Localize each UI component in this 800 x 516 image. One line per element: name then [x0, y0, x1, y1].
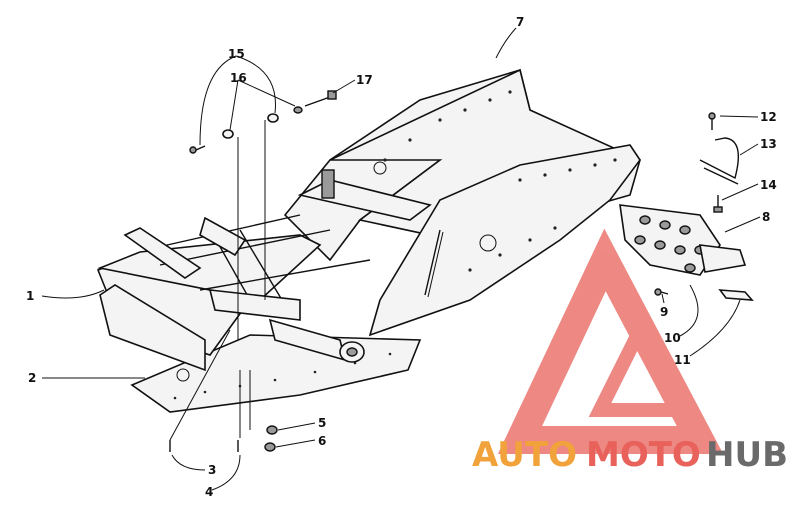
steering-post-tube: [321, 169, 335, 199]
callout-2: 2: [28, 371, 36, 385]
callout-3: 3: [208, 463, 216, 477]
hardware-group-top: [189, 90, 337, 154]
watermark-auto: AUTO: [472, 435, 577, 475]
rear-bolt: [654, 288, 662, 296]
mount-line-e: [169, 329, 231, 441]
callout-11: 11: [674, 353, 691, 367]
callout-16: 16: [230, 71, 247, 85]
left-spindle-bracket: [123, 227, 202, 279]
leader-lines: [41, 27, 761, 491]
right-spindle-bracket: [199, 216, 247, 257]
callout-13: 13: [760, 137, 777, 151]
steering-spring: [424, 229, 441, 296]
lower-a-arm-bracket: [208, 289, 301, 321]
callout-12: 12: [760, 110, 777, 124]
tunnel-right-side: [368, 144, 641, 337]
rear-flap-bracket: [699, 244, 747, 273]
callout-9: 9: [660, 305, 668, 319]
callout-4: 4: [205, 485, 213, 499]
watermark-logo: [497, 228, 724, 454]
callout-15: 15: [228, 47, 245, 61]
hardware-group-bottom: [169, 425, 278, 452]
tunnel-rivet-holes: [383, 90, 617, 272]
watermark-hub: HUB: [706, 435, 788, 475]
front-nose-box: [99, 284, 206, 372]
handle-screw-head: [708, 112, 716, 120]
callout-17: 17: [356, 73, 373, 87]
tunnel-access-hole: [479, 234, 497, 252]
watermark-moto: MOTO: [586, 435, 701, 475]
callout-8: 8: [762, 210, 770, 224]
callout-10: 10: [664, 331, 681, 345]
rear-handle: [699, 137, 739, 180]
callout-1: 1: [26, 289, 34, 303]
nose-box-hole: [176, 368, 190, 382]
rear-strap: [718, 289, 754, 301]
callout-14: 14: [760, 178, 777, 192]
cross-shaft-tube: [268, 318, 365, 363]
callout-7: 7: [516, 15, 524, 29]
callout-5: 5: [318, 416, 326, 430]
callout-6: 6: [318, 434, 326, 448]
tunnel-upper-hole: [373, 161, 387, 175]
